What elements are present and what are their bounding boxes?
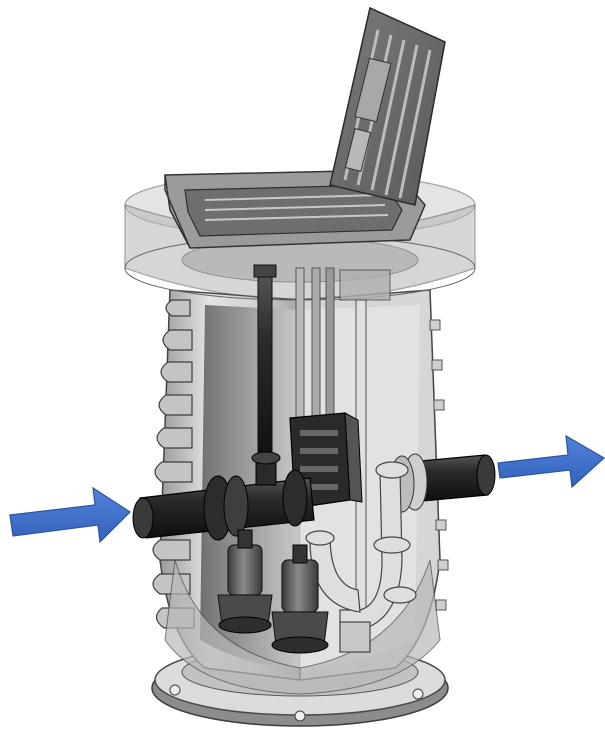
submersible-pump-right: [271, 544, 329, 654]
outflow-arrow-icon: [497, 434, 605, 489]
riser-pipes: [253, 264, 391, 621]
inflow-arrow-icon: [9, 486, 131, 544]
discharge-pipework: [305, 461, 417, 653]
outlet-pipe: [389, 453, 496, 513]
inlet-pipe: [132, 451, 315, 541]
open-hatch-lid: [329, 6, 446, 206]
submersible-pump-left: [217, 529, 273, 634]
